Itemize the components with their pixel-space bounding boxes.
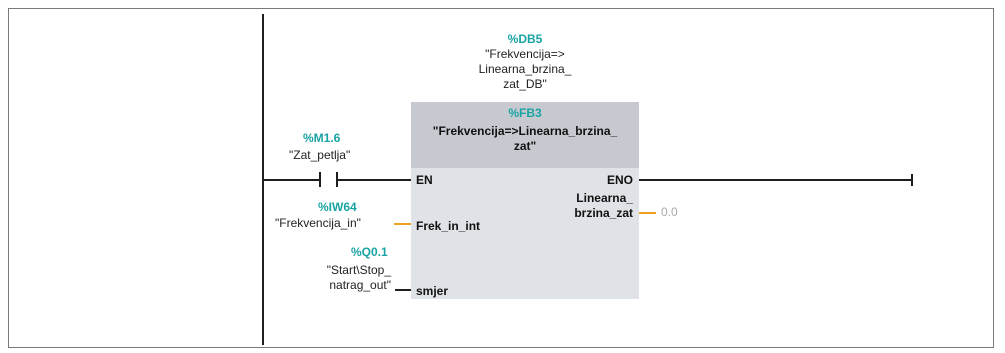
normally-open-contact[interactable] bbox=[319, 172, 338, 187]
fb-name-line2: zat" bbox=[513, 139, 537, 153]
frek-input-wire bbox=[394, 223, 411, 225]
db-name-line3: zat_DB" bbox=[503, 77, 547, 91]
smjer-input-wire bbox=[395, 289, 411, 291]
db-name-line1: "Frekvencija=> bbox=[485, 47, 565, 61]
smjer-operand-name-line1: "Start\Stop_ bbox=[326, 263, 391, 277]
contact-name: "Zat_petlja" bbox=[289, 148, 351, 162]
contact-bar-left bbox=[319, 172, 321, 187]
smjer-operand-name-line2: natrag_out" bbox=[329, 278, 391, 292]
function-block[interactable]: %FB3 "Frekvencija=>Linearna_brzina_ zat"… bbox=[411, 102, 639, 299]
smjer-address[interactable]: %Q0.1 bbox=[351, 245, 388, 259]
eno-pin-label: ENO bbox=[606, 173, 633, 187]
en-pin-label: EN bbox=[416, 173, 433, 187]
smjer-pin-label: smjer bbox=[416, 284, 449, 298]
lin-pin-label-line2: brzina_zat bbox=[574, 206, 633, 220]
rung-wire-to-en bbox=[337, 179, 411, 181]
contact-address[interactable]: %M1.6 bbox=[303, 131, 341, 145]
rung-wire-left bbox=[263, 179, 320, 181]
fb-name-line1: "Frekvencija=>Linearna_brzina_ bbox=[432, 124, 618, 138]
frek-address[interactable]: %IW64 bbox=[318, 200, 357, 214]
frek-operand-name: "Frekvencija_in" bbox=[275, 216, 361, 230]
coil-terminal-tick bbox=[911, 174, 913, 186]
db-address[interactable]: %DB5 bbox=[507, 32, 543, 46]
lin-output-wire bbox=[639, 212, 656, 214]
function-block-header: %FB3 "Frekvencija=>Linearna_brzina_ zat" bbox=[411, 102, 639, 168]
lin-output-value[interactable]: 0.0 bbox=[661, 205, 678, 219]
lin-pin-label-line1: Linearna_ bbox=[576, 191, 633, 205]
eno-output-wire bbox=[639, 179, 912, 181]
fb-address: %FB3 bbox=[508, 106, 542, 120]
frek-pin-label: Frek_in_int bbox=[416, 219, 481, 233]
db-name-line2: Linearna_brzina_ bbox=[478, 62, 572, 76]
